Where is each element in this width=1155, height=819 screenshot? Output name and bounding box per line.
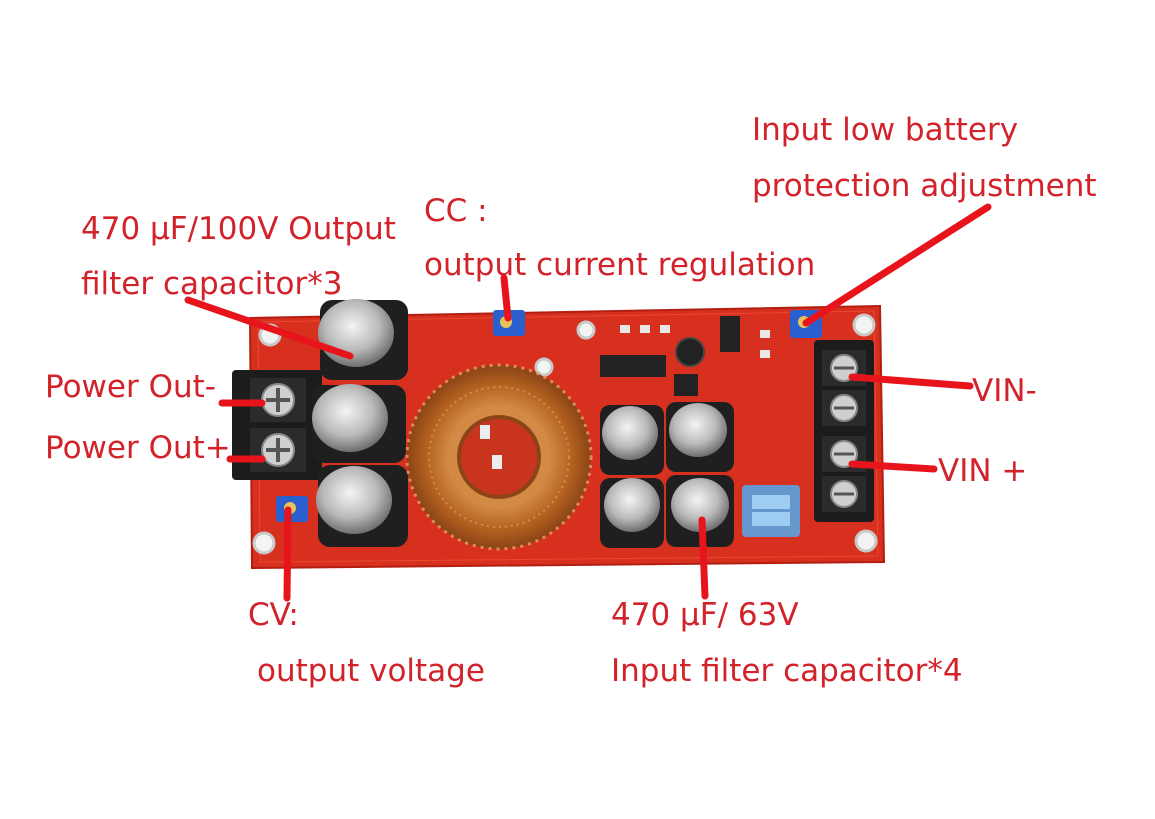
control-circuitry [600,316,770,396]
power-out-plus-label: Power Out+ [45,430,231,466]
pointer-cv [283,506,292,602]
power-out-minus-label: Power Out- [45,369,216,405]
pointer-input-capacitor [698,516,709,600]
input-low-battery-label-line1: Input low battery [752,112,1019,148]
cv-label-line2: output voltage [257,653,485,689]
cc-label-line1: CC : [424,193,488,229]
input-capacitors [600,402,734,548]
input-cap-label-line2: Input filter capacitor*4 [611,653,963,689]
pointer-input-low-battery [802,203,992,327]
pointer-cc [500,274,512,322]
output-terminal-block [232,370,322,480]
pointer-vin-minus [848,373,974,390]
input-cap-label-line1: 470 µF/ 63V [611,597,799,633]
vin-minus-label: VIN- [972,373,1037,409]
input-terminal-block [814,340,874,522]
output-cap-label-line1: 470 µF/100V Output [81,211,396,247]
toroid-inductor [405,363,593,551]
output-capacitors [312,299,408,547]
vin-plus-label: VIN + [938,453,1028,489]
cc-label-line2: output current regulation [424,247,816,283]
pointer-vin-plus [848,460,938,473]
input-low-battery-label-line2: protection adjustment [752,168,1097,204]
blade-fuse [742,485,800,537]
pointer-output-capacitor [184,296,354,360]
output-cap-label-line2: filter capacitor*3 [81,266,343,302]
pointer-lines [184,203,992,602]
cv-label-line1: CV: [248,597,299,633]
